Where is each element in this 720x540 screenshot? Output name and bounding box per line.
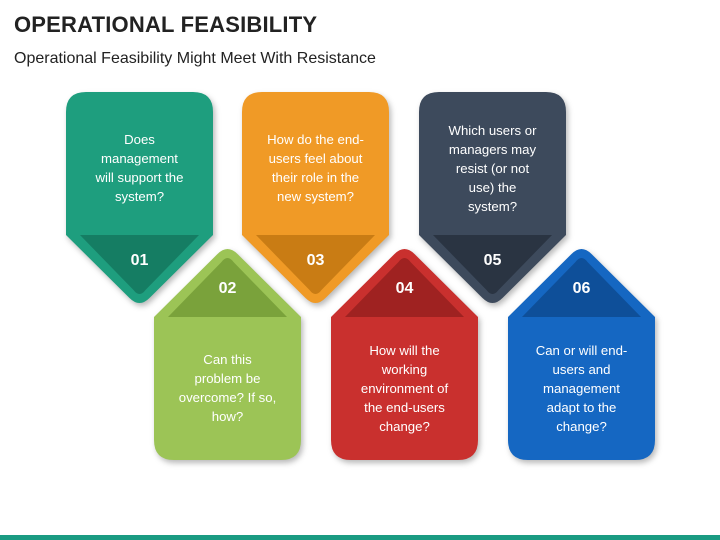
card-number: 04 [395, 280, 414, 297]
card-shape [242, 92, 389, 303]
card-shape [331, 249, 478, 460]
card-number: 06 [572, 280, 591, 297]
card-pointer [345, 258, 464, 317]
card-number: 05 [483, 252, 502, 269]
card-number: 03 [306, 252, 325, 269]
card-question: How do the end-users feel about their ro… [250, 108, 381, 228]
card-question: Which users or managers may resist (or n… [427, 108, 558, 228]
card-pointer [80, 235, 199, 294]
card-question-text: How will the working environment of the … [360, 342, 449, 434]
card-question-text: Can this problem be overcome? If so, how… [178, 352, 277, 424]
card-question-text: Can or will end-users and management ada… [535, 342, 628, 434]
feasibility-card-06: Can or will end-users and management ada… [508, 248, 655, 460]
card-question: Can this problem be overcome? If so, how… [162, 326, 293, 450]
card-question-text: How do the end-users feel about their ro… [267, 132, 364, 204]
card-number: 01 [130, 252, 149, 269]
feasibility-card-03: How do the end-users feel about their ro… [242, 92, 389, 304]
card-pointer [256, 235, 375, 294]
card-number: 02 [218, 280, 237, 297]
card-question: Can or will end-users and management ada… [516, 326, 647, 450]
card-shape [508, 249, 655, 460]
page-subtitle: Operational Feasibility Might Meet With … [14, 50, 376, 67]
card-shape [66, 92, 213, 303]
card-pointer [433, 235, 552, 294]
feasibility-card-02: Can this problem be overcome? If so, how… [154, 248, 301, 460]
card-pointer [522, 258, 641, 317]
card-question-text: Which users or managers may resist (or n… [448, 122, 537, 214]
page-title: OPERATIONAL FEASIBILITY [14, 12, 318, 37]
feasibility-card-01: Does management will support the system?… [66, 92, 213, 304]
card-question: Does management will support the system? [74, 108, 205, 228]
card-shape [154, 249, 301, 460]
footer-line [0, 535, 720, 540]
feasibility-card-04: How will the working environment of the … [331, 248, 478, 460]
card-shape [419, 92, 566, 303]
card-question: How will the working environment of the … [339, 326, 470, 450]
card-pointer [168, 258, 287, 317]
feasibility-card-05: Which users or managers may resist (or n… [419, 92, 566, 304]
card-question-text: Does management will support the system? [95, 132, 184, 204]
